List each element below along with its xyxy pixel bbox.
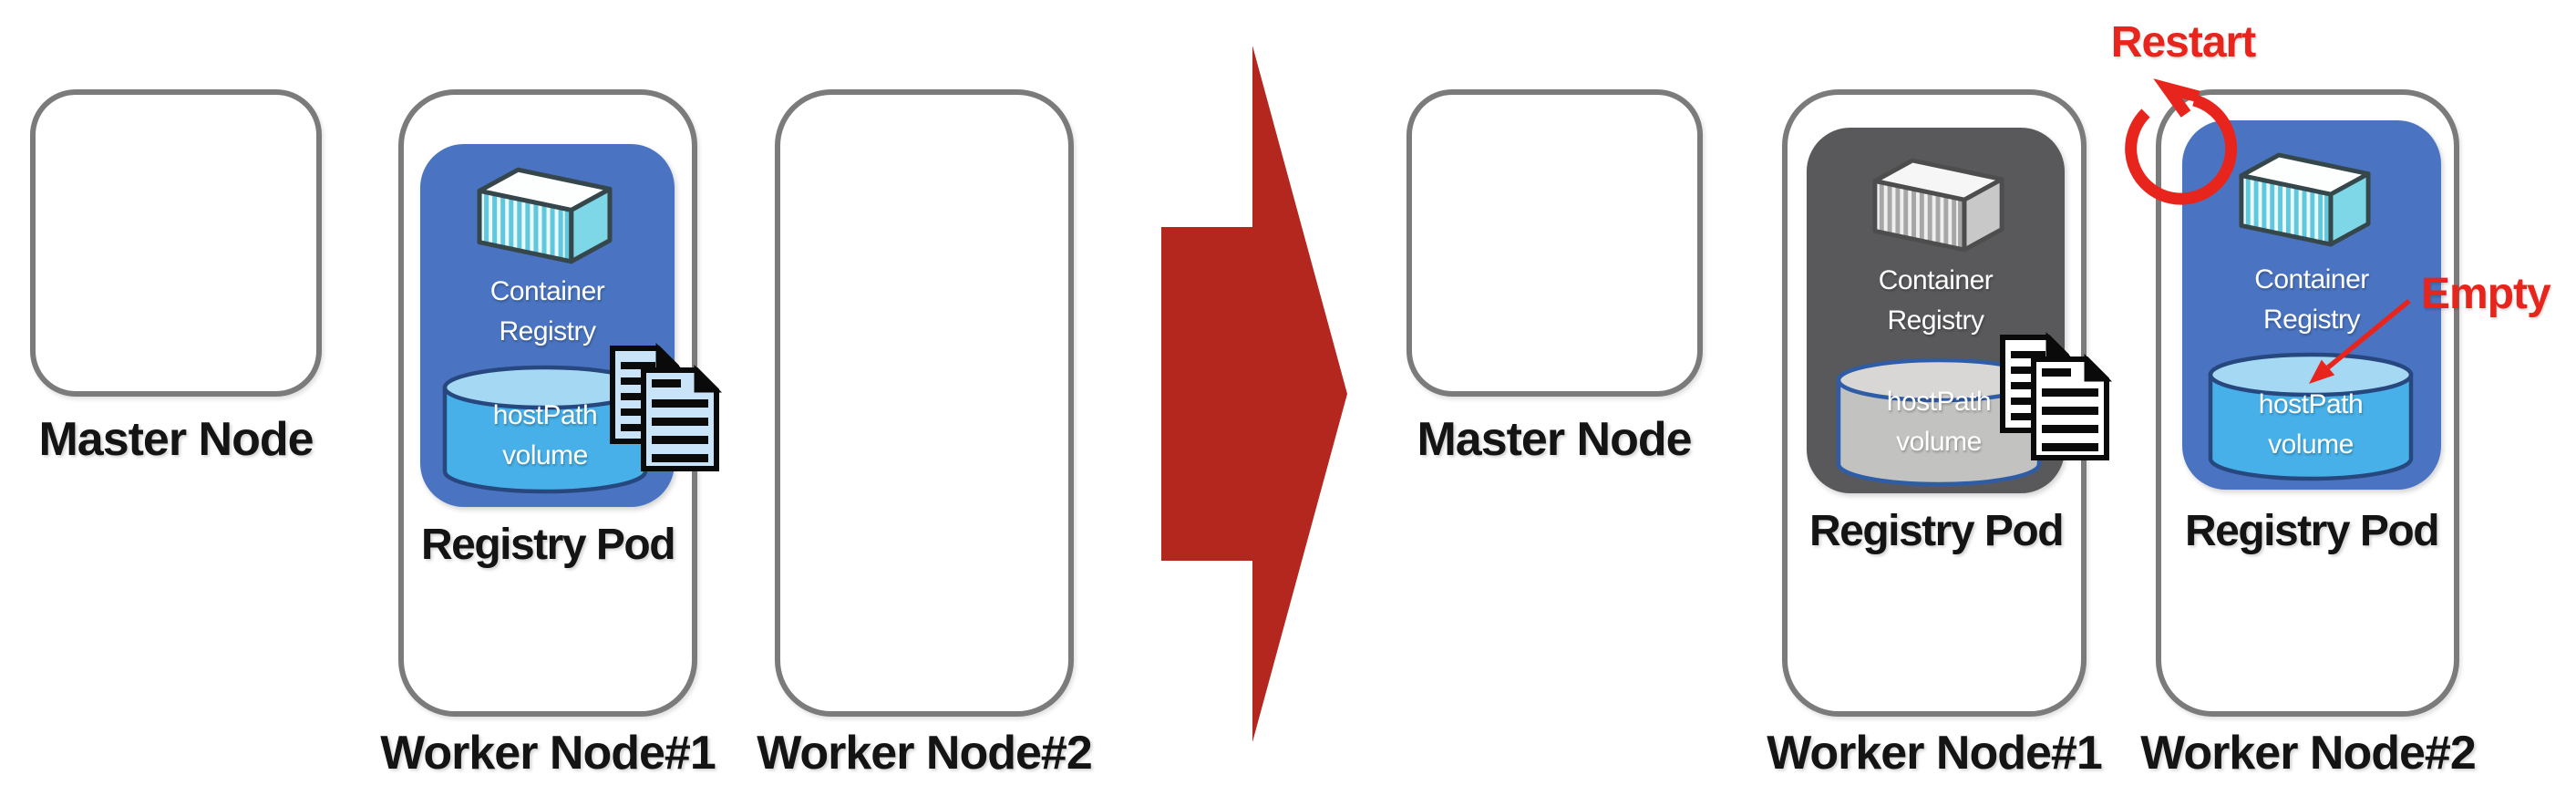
container-registry-line1: Container	[2254, 264, 2369, 294]
hostpath-volume-cylinder	[2208, 352, 2414, 481]
registry-pod-label: Registry Pod	[2184, 507, 2440, 555]
container-icon	[2239, 152, 2371, 247]
container-registry-label: Container Registry	[1807, 261, 2065, 341]
transition-arrow	[1161, 46, 1347, 742]
container-registry-line1: Container	[1878, 265, 1994, 295]
empty-label: Empty	[2421, 270, 2551, 318]
registry-pod-label: Registry Pod	[1808, 507, 2065, 555]
container-registry-label: Container Registry	[420, 272, 675, 352]
master-node-label: Master Node	[38, 413, 314, 466]
container-icon	[1872, 158, 2004, 253]
hostpath-volume-label: hostPath volume	[2207, 385, 2415, 465]
master-node-label: Master Node	[1417, 413, 1692, 466]
restart-icon	[2125, 78, 2238, 205]
master-node-box	[1406, 89, 1703, 397]
worker-node-1-label: Worker Node#1	[1767, 727, 2103, 780]
container-registry-line1: Container	[489, 276, 605, 306]
restart-label: Restart	[2110, 18, 2256, 67]
worker-node-2-label: Worker Node#2	[757, 727, 1093, 780]
container-registry-line2: Registry	[2262, 305, 2361, 335]
worker-node-2-label: Worker Node#2	[2140, 727, 2477, 780]
hostpath-volume-line1: hostPath	[1886, 387, 1992, 417]
hostpath-volume-label: hostPath volume	[1835, 382, 2043, 462]
container-registry-line2: Registry	[499, 316, 596, 346]
hostpath-volume-line2: volume	[1896, 427, 1982, 457]
hostpath-volume-line2: volume	[502, 440, 588, 470]
empty-pointer-arrow	[2309, 298, 2411, 384]
master-node-box	[30, 89, 322, 397]
worker-node-1-label: Worker Node#1	[380, 727, 716, 780]
hostpath-volume-line1: hostPath	[492, 400, 598, 430]
container-icon	[477, 167, 613, 264]
documents-icon	[610, 342, 723, 471]
container-registry-line2: Registry	[1887, 305, 1984, 336]
hostpath-volume-label: hostPath volume	[441, 396, 649, 476]
hostpath-volume-cylinder	[442, 365, 648, 494]
hostpath-volume-line2: volume	[2268, 429, 2354, 460]
worker-node-2-box	[775, 89, 1074, 717]
documents-icon	[2000, 331, 2113, 460]
registry-pod-label: Registry Pod	[420, 521, 676, 569]
hostpath-volume-line1: hostPath	[2258, 389, 2364, 419]
container-registry-label: Container Registry	[2182, 260, 2441, 340]
